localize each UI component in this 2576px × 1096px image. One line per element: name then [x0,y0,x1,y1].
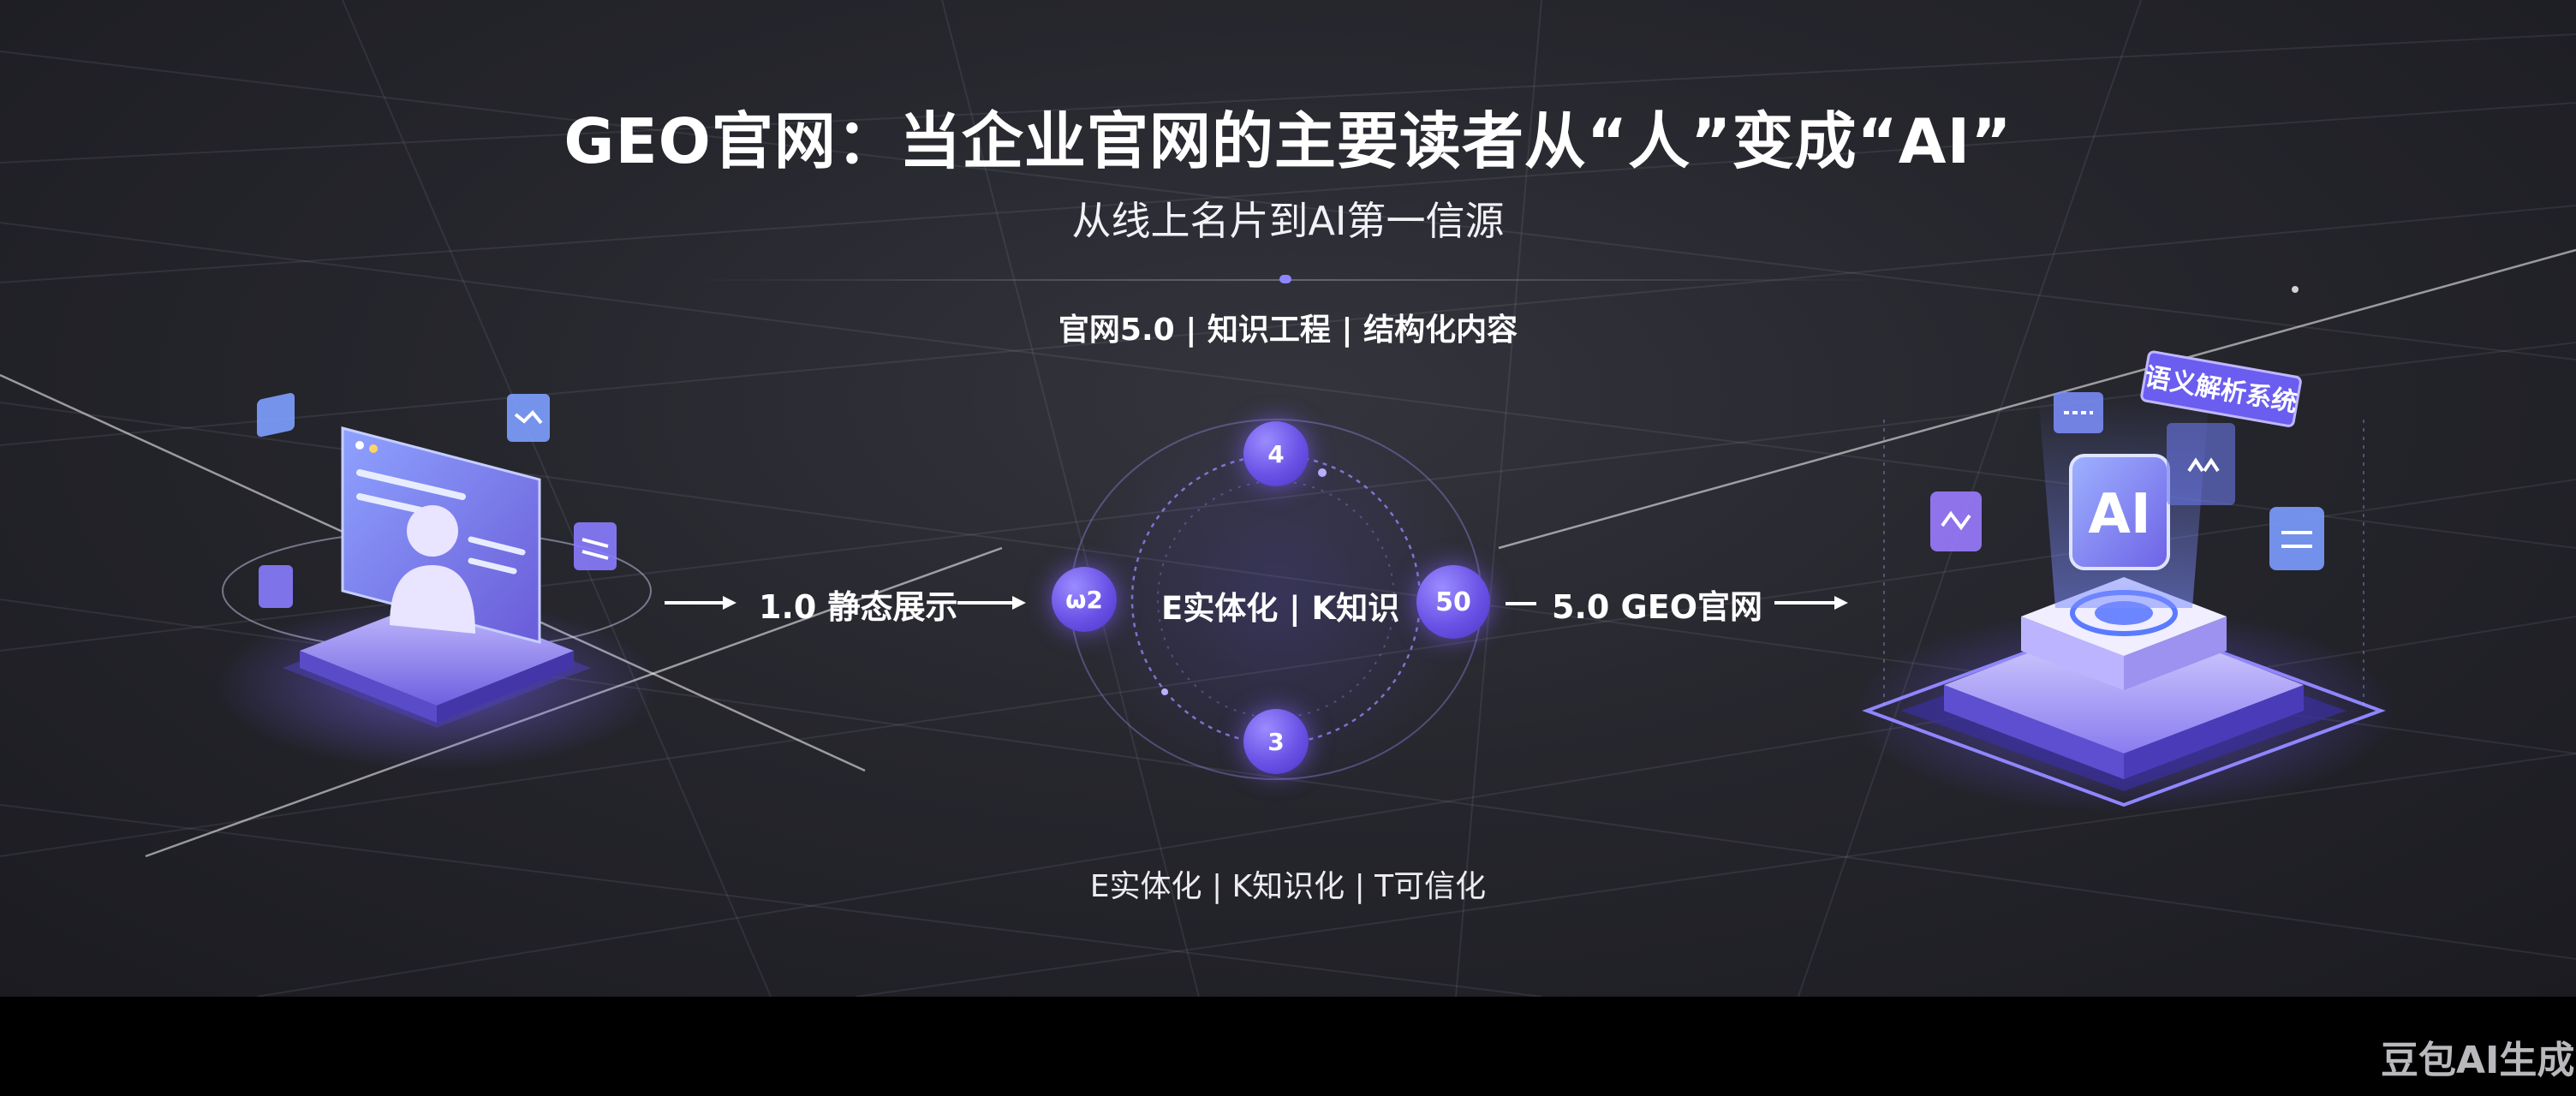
flow-connector [1506,602,1536,605]
page-subtitle: 从线上名片到AI第一信源 [1071,198,1505,244]
flow-arrow-2 [957,596,1026,610]
ring-node-bottom: 3 [1243,709,1309,774]
ring-center-label: E实体化 | K知识 [1161,590,1400,627]
flow-arrow-3 [1774,596,1848,610]
flow-arrow-1 [665,596,736,610]
ring-node-left: ω2 [1052,567,1117,632]
stage-label-static: 1.0 静态展示 [759,588,958,626]
footer-band [0,997,2576,1096]
page-title: GEO官网：当企业官网的主要读者从“人”变成“AI” [564,105,2012,177]
ring-node-top: 4 [1243,421,1309,486]
ai-generated-watermark: 豆包AI生成 [2381,1039,2575,1082]
ai-platform-illustration: AI 语义解析系统 [1850,350,2398,813]
ring-node-right: 50 [1416,565,1490,639]
divider-accent-dot [1279,275,1291,283]
static-website-illustration [214,393,659,771]
pillar-tags: E实体化 | K知识化 | T可信化 [1089,869,1487,904]
ai-chip-label: AI [2088,483,2150,546]
stage-label-geo: 5.0 GEO官网 [1552,588,1762,626]
keyword-tags: 官网5.0 | 知识工程 | 结构化内容 [1058,313,1518,348]
diagram-canvas: GEO官网：当企业官网的主要读者从“人”变成“AI” 从线上名片到AI第一信源 … [0,0,2576,997]
